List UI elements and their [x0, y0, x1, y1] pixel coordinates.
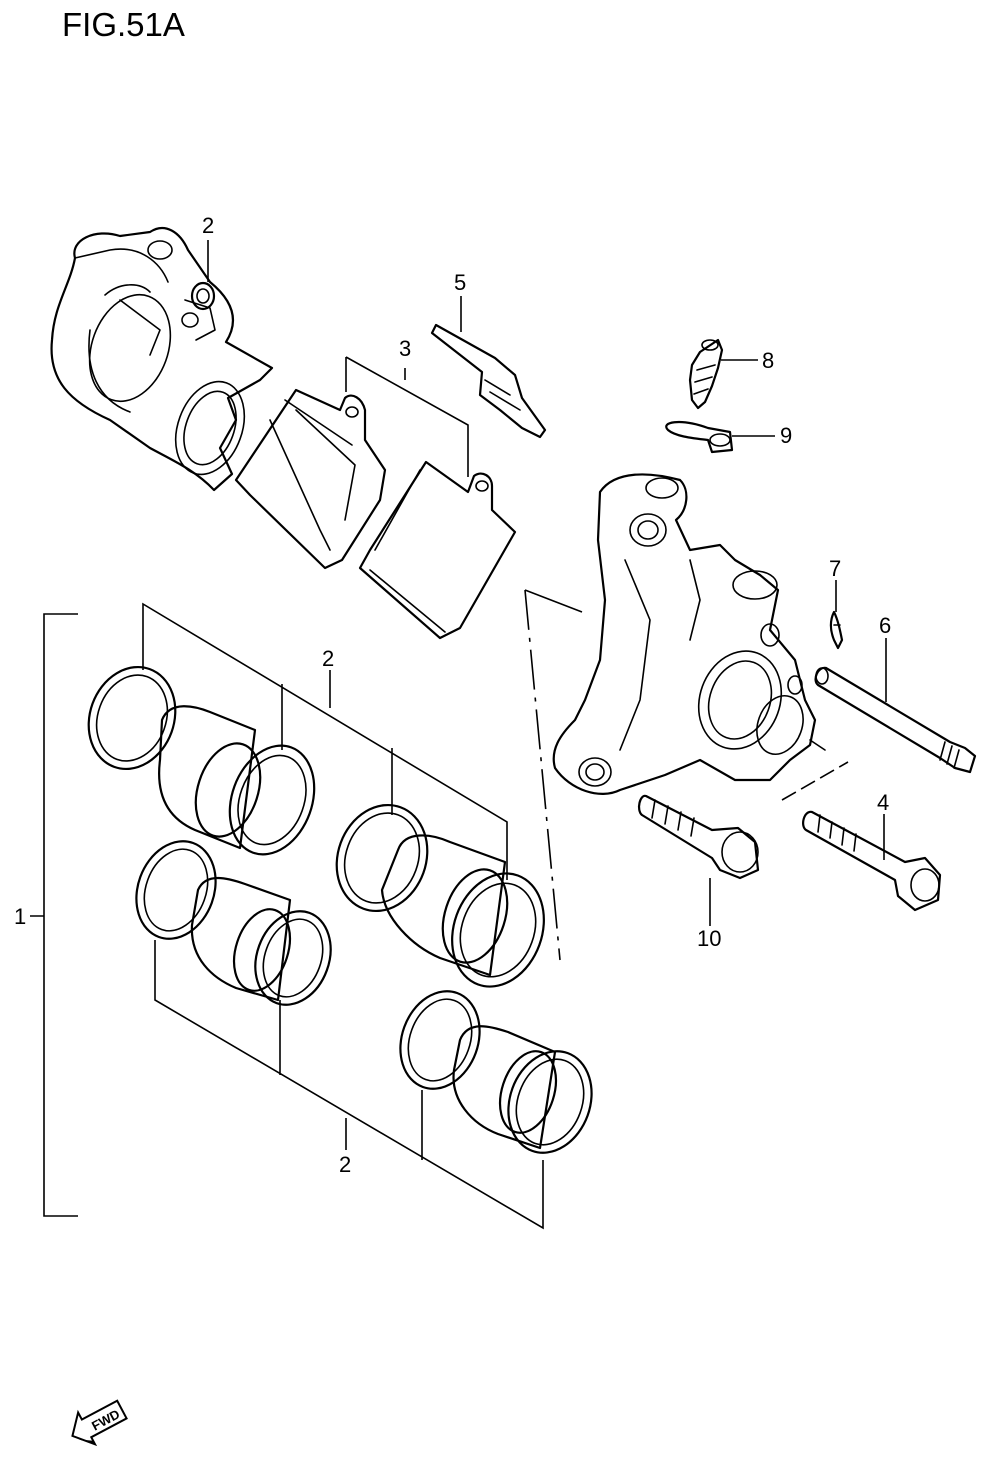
callout-10: 10	[697, 926, 721, 951]
callout-3: 3	[399, 336, 411, 361]
caliper-body-outer-half	[50, 226, 274, 492]
pad-spring-part-5	[430, 323, 547, 439]
alignment-line-1	[524, 589, 583, 613]
callout-4: 4	[877, 790, 889, 815]
alignment-line-2	[524, 589, 561, 961]
piston-seal-set-2	[135, 840, 332, 1006]
callout-6: 6	[879, 613, 891, 638]
callout-9: 9	[780, 423, 792, 448]
pin-clip-part-7	[829, 610, 844, 650]
brake-pad-front	[234, 388, 387, 570]
piston-seal-set-1	[87, 665, 316, 856]
piston-seal-set-3	[335, 803, 545, 988]
caliper-bracket	[552, 473, 826, 795]
callout-8: 8	[762, 348, 774, 373]
leader-part-2-lower	[154, 940, 544, 1230]
callout-2-mid: 2	[322, 646, 334, 671]
bolt-part-4	[802, 810, 942, 912]
callout-1: 1	[14, 904, 26, 929]
leader-part-3	[345, 356, 469, 477]
bleeder-cap-part-9	[665, 421, 734, 454]
bushing-part-2	[190, 281, 216, 311]
alignment-line-3	[781, 761, 849, 801]
callout-2-top: 2	[202, 213, 214, 238]
figure-title: FIG.51A	[62, 6, 185, 43]
leader-part-1-bracket	[30, 613, 78, 1217]
bleeder-valve-part-8	[688, 338, 724, 410]
brake-pad-rear	[358, 460, 517, 640]
callout-2-bottom: 2	[339, 1152, 351, 1177]
callout-5: 5	[454, 270, 466, 295]
fwd-arrow-icon: FWD	[71, 1399, 128, 1447]
leader-part-2-upper	[142, 602, 508, 880]
piston-seal-set-4	[399, 990, 593, 1154]
pad-pin-part-6	[814, 666, 977, 774]
bolt-part-10	[637, 794, 760, 880]
callout-7: 7	[829, 556, 841, 581]
